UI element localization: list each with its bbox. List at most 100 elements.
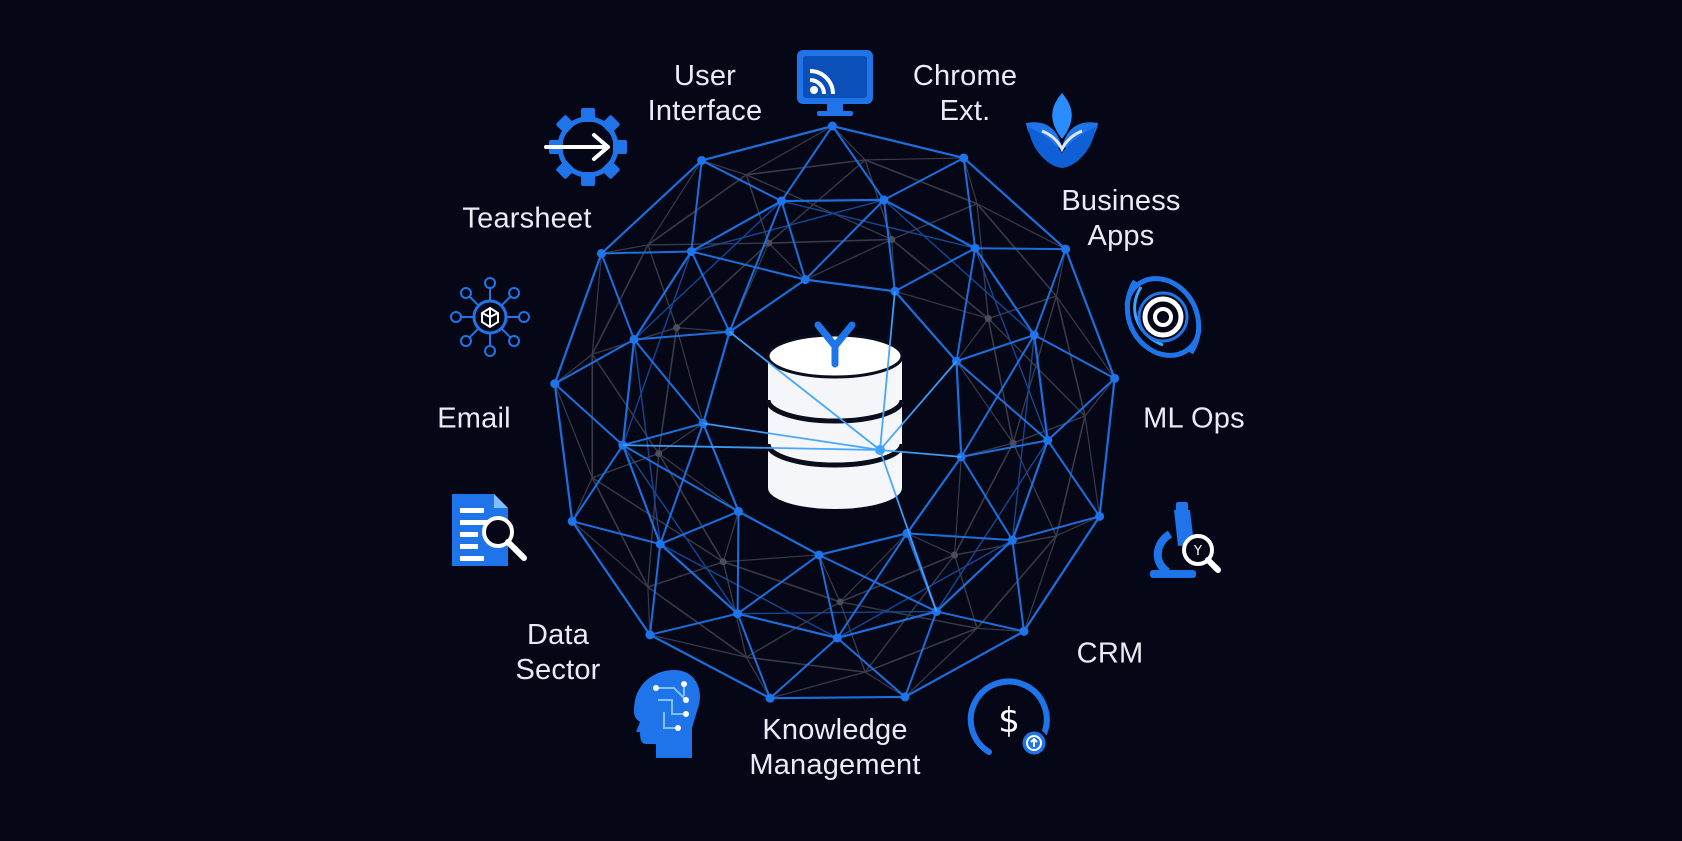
mesh-edge [1033, 334, 1116, 380]
mesh-edge [976, 203, 1066, 250]
mesh-edge [953, 554, 978, 629]
mesh-edge [649, 612, 738, 636]
mesh-edge [904, 611, 938, 698]
mesh-edge [768, 238, 892, 244]
mesh-edge [1011, 539, 1025, 632]
mesh-node [970, 243, 980, 253]
mesh-edge [906, 456, 963, 535]
mesh-edge [737, 510, 820, 556]
mesh-edge [987, 318, 1014, 444]
spoke-node [450, 311, 462, 323]
mesh-edge [832, 124, 965, 160]
mesh-edge [1046, 439, 1101, 517]
mesh-edge [904, 627, 978, 698]
mesh-edge [836, 539, 1013, 639]
mesh-node [814, 550, 824, 560]
svg-text:Y: Y [1193, 544, 1202, 559]
mesh-edge [633, 250, 693, 341]
database-rays [622, 291, 962, 612]
mesh-node [629, 335, 639, 345]
mesh-edge [633, 338, 704, 425]
label-data-sector: Data Sector [515, 619, 601, 686]
mesh-edge [1012, 515, 1100, 542]
mesh-node [959, 153, 969, 163]
mesh-edge [659, 423, 705, 545]
mesh-edge [649, 634, 747, 658]
mesh-edge [634, 330, 730, 341]
mesh-edge [601, 244, 648, 255]
mesh-node [1029, 330, 1039, 340]
mesh-edge [963, 157, 978, 204]
label-ml-ops: ML Ops [1143, 402, 1245, 435]
mesh-edge [1055, 415, 1086, 537]
mesh-edge [657, 327, 678, 454]
mesh-edge [839, 601, 866, 673]
mesh-edge [804, 199, 885, 281]
mesh-edge [554, 382, 624, 446]
label-business-apps: Business Apps [1061, 185, 1181, 252]
mesh-node [879, 195, 889, 205]
mesh-edge [622, 444, 739, 615]
mesh-edge [1084, 378, 1116, 417]
mesh-edge [659, 543, 739, 615]
mesh-edge [572, 520, 661, 546]
label-chrome-ext: Chrome Ext. [912, 60, 1018, 127]
mesh-node [1007, 535, 1017, 545]
spoke-node [508, 286, 521, 299]
mesh-edge [659, 510, 739, 546]
mesh-edge [647, 160, 703, 246]
mesh-edge [804, 238, 893, 281]
mesh-edge [839, 554, 955, 603]
mesh-edge [883, 199, 1035, 336]
mesh-edge [571, 520, 651, 636]
mesh-edge [1012, 415, 1086, 444]
mesh-node [734, 507, 744, 517]
mesh-edge [987, 317, 1086, 417]
mesh-node [1043, 435, 1053, 445]
mesh-edge [554, 383, 593, 478]
mesh-edge [737, 554, 820, 615]
mesh-edge [1033, 248, 1067, 336]
mesh-node [1009, 439, 1017, 447]
mesh-edge [894, 290, 958, 362]
mesh-edge [554, 338, 635, 385]
ai-head-icon [634, 670, 700, 758]
mesh-edge [622, 251, 693, 446]
mesh-edge [1012, 442, 1058, 537]
mesh-edge [701, 159, 782, 202]
mesh-edge [781, 200, 976, 249]
mesh-edge [769, 671, 866, 699]
mesh-edge [836, 532, 908, 639]
mesh-edge [676, 326, 730, 333]
mesh-edge [746, 125, 833, 176]
mesh-edge [818, 554, 937, 613]
mesh-edge [722, 511, 740, 562]
mesh-node [1095, 511, 1105, 521]
mesh-edge [818, 554, 841, 603]
mesh-edge [690, 200, 783, 253]
spoke-node [459, 335, 472, 348]
mesh-edge [837, 610, 937, 640]
label-knowledge-management: Knowledge Management [749, 714, 921, 781]
mesh-node [673, 324, 681, 332]
dollar-cycle-icon: $ [967, 678, 1050, 758]
mesh-edge [879, 360, 958, 451]
mesh-edge [864, 671, 906, 698]
mesh-edge [553, 383, 574, 522]
mesh-edge [591, 353, 660, 454]
spoke-node [508, 335, 521, 348]
mesh-edge [746, 601, 841, 658]
mesh-edge [647, 587, 651, 635]
mesh-node [1110, 373, 1120, 383]
mesh-edge [768, 242, 806, 281]
mesh-edge [882, 199, 896, 292]
mesh-edge [864, 554, 956, 673]
mesh-edge [1055, 295, 1116, 379]
mesh-edge [600, 159, 703, 255]
label-crm: CRM [1076, 637, 1144, 670]
mesh-edge [701, 159, 747, 176]
mesh-edge [891, 203, 978, 241]
mesh-node [733, 609, 743, 619]
mesh-node [655, 539, 665, 549]
